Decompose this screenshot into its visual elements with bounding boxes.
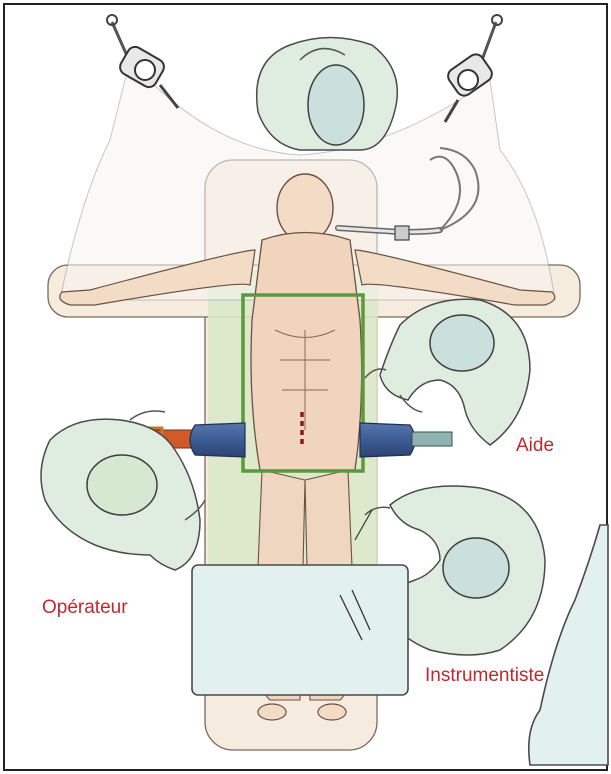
label-operateur: Opérateur — [42, 597, 128, 618]
label-instrumentiste: Instrumentiste — [425, 665, 544, 686]
instrument-table-icon — [192, 565, 408, 695]
anesthetist-figure-icon — [257, 38, 398, 151]
label-aide: Aide — [516, 435, 554, 456]
